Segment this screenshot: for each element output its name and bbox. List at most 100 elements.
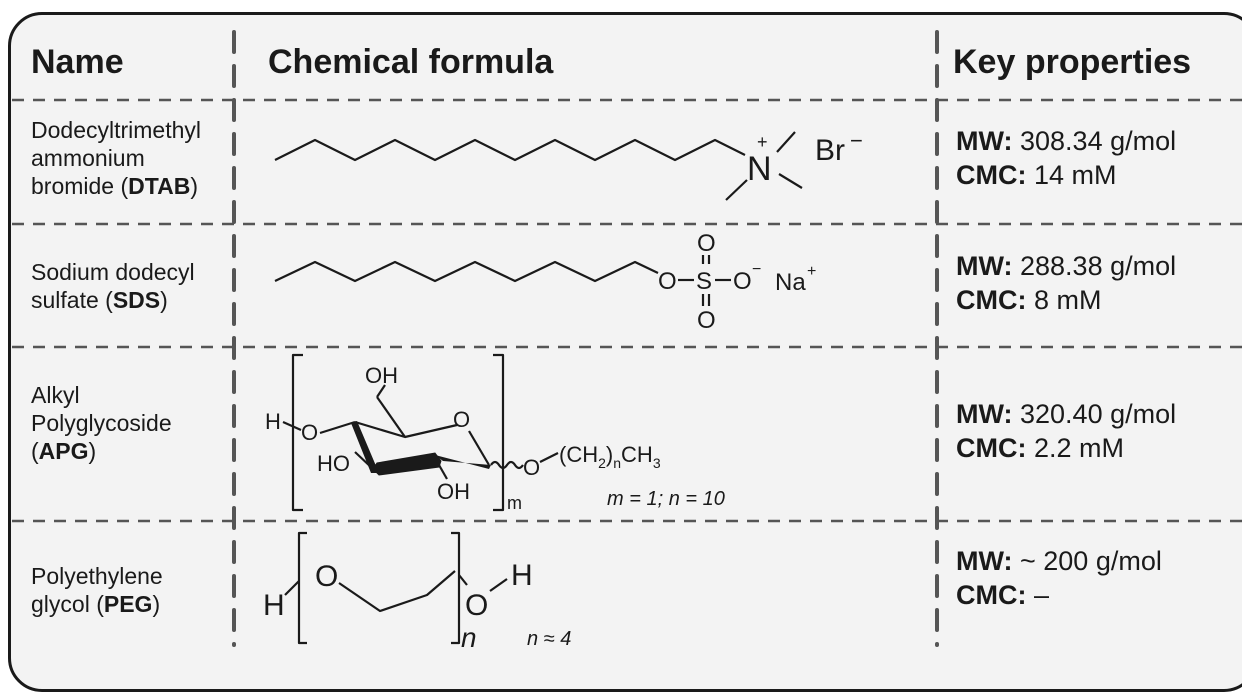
cmc-value: – [1034,579,1050,610]
abbreviation: DTAB [128,173,191,200]
hydrogen-left: H [263,589,285,622]
ethylene-bonds [338,570,456,613]
cmc-label: CMC: [956,159,1027,190]
header-chemical-formula: Chemical formula [268,43,554,81]
alkyl-chain [274,138,746,162]
anomeric-wavy-bond [490,460,524,470]
oxygen-right: O [465,589,488,622]
name-prefix: ( [31,438,39,465]
oxygen-left: O [315,560,338,593]
methyl-bond [776,131,796,153]
cmc-label: CMC: [956,579,1027,610]
header-key-properties: Key properties [953,43,1192,81]
name-prefix: glycol ( [31,591,104,618]
cmc-value: 8 mM [1034,284,1102,315]
mw-value: 308.34 g/mol [1020,126,1177,156]
table-card [8,12,1242,692]
structure-dtab: N + Br − [274,128,863,201]
peg-parameters: n ≈ 4 [527,628,571,650]
cmc-value: 14 mM [1034,159,1117,190]
h-bond [284,580,300,596]
mw-value: ~ 200 g/mol [1020,546,1162,576]
hydroxyl-top: OH [365,363,398,388]
oh-bond [438,464,448,480]
bracket-left [291,353,303,512]
ring-bold-bottom [372,452,442,476]
name-suffix: ) [190,173,198,200]
name-suffix: ) [152,591,161,618]
sulfur-atom: S [696,268,712,295]
row-properties-dtab: MW: 308.34 g/mol CMC: 14 mM [956,125,1176,193]
structure-peg: H O n O H n ≈ 4 [263,531,571,653]
cmc-label: CMC: [956,432,1027,463]
row-properties-peg: MW: ~ 200 g/mol CMC: – [956,545,1162,613]
name-line: Alkyl [31,382,80,408]
row-properties-sds: MW: 288.38 g/mol CMC: 8 mM [956,250,1176,318]
o-c4-bond [319,420,356,435]
bromide-counterion: Br [815,134,845,167]
row-name-sds: Sodium dodecyl sulfate (SDS) [31,258,195,314]
alkyl-chain-formula: (CH2)nCH3 [559,442,661,471]
sodium-ion: Na [775,269,806,296]
name-suffix: ) [160,287,168,314]
structure-apg: m H O O OH HO OH O (CH2)nCH3 m = 1; n = … [265,353,725,513]
row-properties-apg: MW: 320.40 g/mol CMC: 2.2 mM [956,398,1176,466]
structure-sds: O S O − O O Na + [274,230,816,334]
subscript-m: m [507,493,522,513]
o-h-bond [489,578,508,592]
cmc-value: 2.2 mM [1034,432,1125,463]
ring-bond [468,430,490,466]
ring-bond [354,420,458,439]
h-o-bond [282,420,302,432]
row-name-apg: Alkyl Polyglycoside (APG) [31,381,172,465]
top-oxygen: O [697,230,716,257]
name-line: Polyethylene [31,563,163,589]
methyl-bond [725,179,748,201]
anionic-oxygen: O [733,268,752,295]
name-line: Sodium dodecyl [31,259,195,285]
ch2oh-bond [376,396,406,438]
hydroxyl-bottom: OH [437,479,470,504]
ester-oxygen: O [658,268,677,295]
mw-label: MW: [956,399,1013,429]
cmc-label: CMC: [956,284,1027,315]
minus-charge: − [752,261,761,278]
bracket-right [493,353,505,512]
header-name: Name [31,43,124,81]
bracket-right [451,531,461,645]
o-bond [458,574,468,586]
mw-label: MW: [956,126,1013,156]
mw-label: MW: [956,546,1013,576]
apg-parameters: m = 1; n = 10 [607,488,725,510]
mw-value: 288.38 g/mol [1020,251,1177,281]
name-prefix: bromide ( [31,173,129,200]
row-name-peg: Polyethylene glycol (PEG) [31,562,163,618]
nitrogen-atom: N [747,150,772,188]
bottom-oxygen: O [697,307,716,334]
ring-wedge [435,455,491,469]
abbreviation: APG [38,438,89,465]
o-chain-bond [539,452,559,463]
hydrogen-right: H [511,559,533,592]
name-line: Dodecyltrimethyl [31,117,201,143]
ho-bond [354,451,374,470]
ring-oxygen: O [453,407,470,432]
glycoside-oxygen: O [523,455,540,480]
mw-value: 320.40 g/mol [1020,399,1177,429]
methyl-bond [778,173,803,189]
alkyl-chain [274,260,659,283]
mw-label: MW: [956,251,1013,281]
name-line: ammonium [31,145,145,172]
row-name-dtab: Dodecyltrimethyl ammonium bromide (DTAB) [31,116,201,200]
bromide-charge: − [850,128,863,153]
plus-charge: + [807,263,816,280]
abbreviation: SDS [112,287,161,314]
name-prefix: sulfate ( [31,287,113,314]
bracket-left [297,531,307,645]
name-suffix: ) [88,438,97,465]
ch2oh-bond [376,384,386,398]
abbreviation: PEG [103,591,153,618]
repeat-subscript-n: n [461,622,477,653]
hydrogen-atom: H [265,409,281,434]
ring-wedge [351,421,379,473]
